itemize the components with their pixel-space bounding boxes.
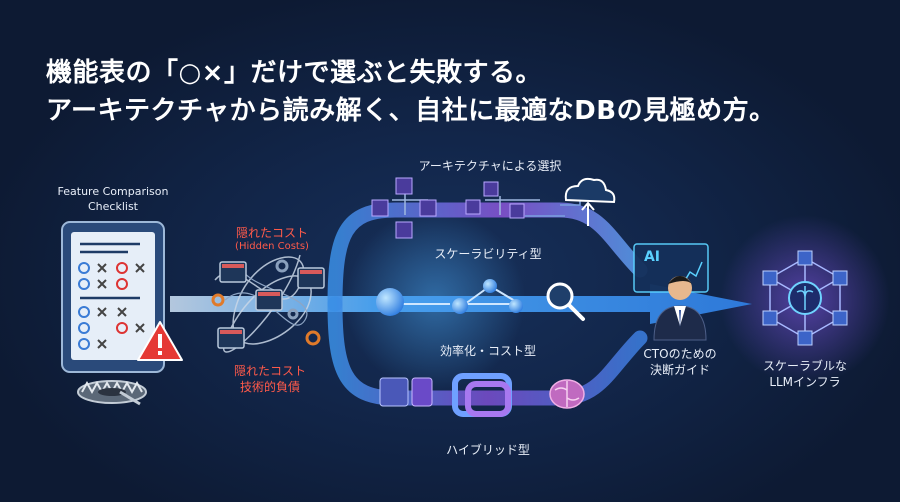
cto-guide-label: CTOのための 決断ガイド [630,346,730,378]
architecture-choice-label: アーキテクチャによる選択 [418,159,562,173]
cto-figure [633,243,709,341]
llm-infra-label: スケーラブルな LLMインフラ [750,358,860,390]
hidden-costs-jp: 隠れたコスト [235,226,308,240]
warning-icon [137,321,183,361]
path-scalability-label: スケーラビリティ型 [434,247,542,261]
cto-guide-line-2: 決断ガイド [649,363,710,377]
headline-line-1: 機能表の「○×」だけで選ぶと失敗する。 [46,58,542,88]
hybrid-cubes [379,373,512,417]
node-chain-middle [376,279,523,316]
headline-line-2: アーキテクチャから読み解く、自社に最適なDBの見極め方。 [46,96,776,126]
ai-badge: AI [643,249,661,265]
bear-trap-icon [77,380,147,406]
checklist-label-line-1: Feature Comparison [57,185,169,198]
tangled-cost-cluster [211,254,325,353]
magnifier-icon [546,282,585,321]
checklist-label: Feature Comparison Checklist [48,184,178,214]
brain-icon [549,379,585,409]
llm-infra-line-2: LLMインフラ [769,375,841,389]
hidden-costs-en: (Hidden Costs) [235,241,309,252]
cube-network-top [371,177,616,239]
tech-debt-line-1: 隠れたコスト [233,364,306,378]
path-hybrid-label: ハイブリッド型 [446,443,530,457]
top-flow-path [327,202,648,312]
llm-infra-line-1: スケーラブルな [762,359,847,373]
cloud-icon [564,177,616,204]
tech-debt-line-2: 技術的負債 [239,380,300,394]
checklist-label-line-2: Checklist [88,200,138,213]
tablet-icon [61,221,165,373]
path-efficiency-label: 効率化・コスト型 [439,344,536,358]
llm-network-icon [762,250,848,346]
cto-guide-line-1: CTOのための [643,347,717,361]
